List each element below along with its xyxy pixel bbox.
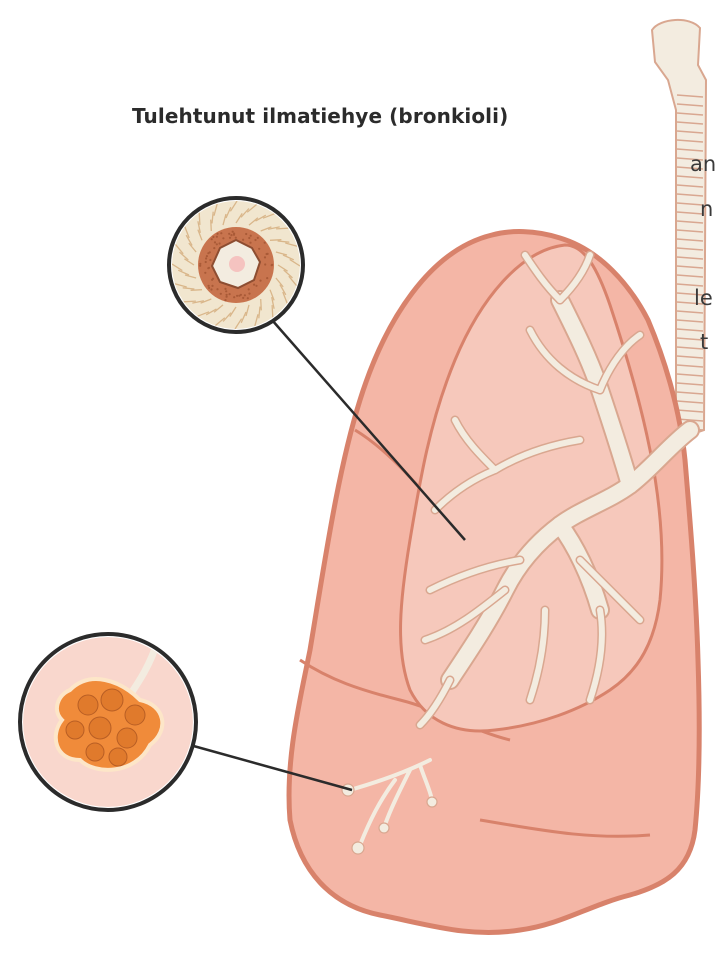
muscle-dot [248, 293, 250, 295]
muscle-dot [205, 257, 207, 259]
wall-streak [270, 240, 281, 241]
muscle-dot [264, 263, 266, 265]
muscle-dot [211, 285, 213, 287]
muscle-dot [249, 242, 251, 244]
muscle-dot [254, 239, 256, 241]
muscle-dot [213, 247, 215, 249]
muscle-dot [222, 237, 224, 239]
bronchiole-cross-section-icon [169, 198, 303, 332]
muscle-dot [242, 239, 244, 241]
muscle-dot [266, 277, 268, 279]
muscle-dot [229, 237, 231, 239]
muscle-dot [240, 294, 242, 296]
muscle-dot [216, 288, 218, 290]
muscle-dot [216, 236, 218, 238]
wall-streak [184, 301, 196, 302]
muscle-dot [253, 284, 255, 286]
muscle-dot [271, 264, 273, 266]
cut-text-fragment: n [700, 197, 713, 221]
muscle-dot [205, 261, 207, 263]
muscle-dot [248, 288, 250, 290]
muscle-dot [199, 263, 201, 265]
muscle-dot [220, 232, 222, 234]
muscle-dot [199, 265, 201, 267]
muscle-dot [212, 236, 214, 238]
wall-streak [276, 228, 288, 229]
muscle-dot [206, 255, 208, 257]
muscle-dot [208, 287, 210, 289]
wall-streak [272, 305, 273, 317]
muscle-dot [233, 296, 235, 298]
muscle-dot [229, 293, 231, 295]
muscle-dot [226, 294, 228, 296]
muscle-dot [219, 242, 221, 244]
alveoli-cluster-icon [20, 634, 196, 810]
cut-text-fragment: t [700, 330, 708, 354]
muscle-dot [230, 234, 232, 236]
muscle-dot [211, 238, 213, 240]
muscle-dot [224, 288, 226, 290]
muscle-dot [208, 285, 210, 287]
muscle-dot [226, 296, 228, 298]
muscle-dot [228, 233, 230, 235]
muscle-dot [264, 256, 266, 258]
muscle-dot [255, 285, 257, 287]
muscle-dot [244, 294, 246, 296]
muscle-dot [220, 293, 222, 295]
muscle-dot [259, 280, 261, 282]
muscle-dot [242, 297, 244, 299]
muscle-dot [225, 290, 227, 292]
muscle-dot [209, 259, 211, 261]
muscle-dot [258, 248, 260, 250]
muscle-dot [216, 233, 218, 235]
wall-streak [199, 213, 200, 225]
cut-text-fragment: an [690, 152, 715, 176]
bronchiole-label: Tulehtunut ilmatiehye (bronkioli) [132, 104, 508, 128]
wall-streak [211, 220, 212, 231]
muscle-dot [264, 242, 266, 244]
muscle-dot [257, 237, 259, 239]
muscle-dot [232, 231, 234, 233]
muscle-dot [212, 278, 214, 280]
muscle-dot [236, 295, 238, 297]
muscle-dot [216, 243, 218, 245]
muscle-dot [247, 297, 249, 299]
muscle-dot [204, 272, 206, 274]
muscle-dot [245, 233, 247, 235]
muscle-dot [208, 267, 210, 269]
muscle-dot [207, 252, 209, 254]
cut-text-fragment: le [694, 286, 713, 310]
muscle-dot [214, 241, 216, 243]
muscle-dot [248, 237, 250, 239]
wall-streak [191, 290, 202, 291]
wall-streak [261, 299, 262, 310]
muscle-dot [233, 234, 235, 236]
muscle-dot [224, 299, 226, 301]
muscle-dot [266, 253, 268, 255]
muscle-dot [210, 288, 212, 290]
muscle-dot [235, 237, 237, 239]
muscle-dot [250, 235, 252, 237]
